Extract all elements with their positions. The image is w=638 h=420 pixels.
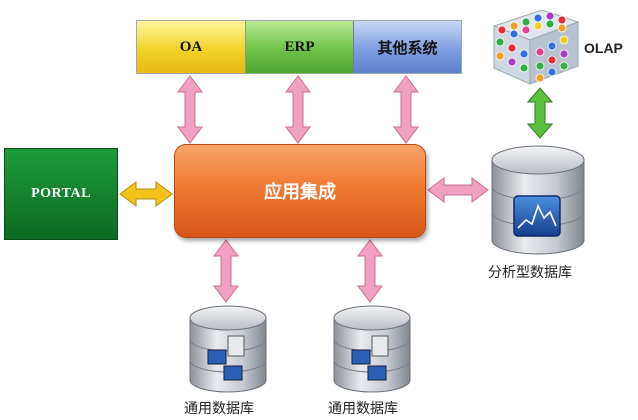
analytic-database-label: 分析型数据库: [488, 265, 572, 281]
arrow-portal-integration: [119, 181, 173, 207]
arrow-erp-integration: [285, 75, 311, 144]
general-database-icon-2: [333, 305, 411, 393]
olap-cube-icon: [492, 9, 580, 85]
arrow-other-integration: [393, 75, 419, 144]
general-database-label-1: 通用数据库: [184, 401, 254, 417]
erp-system-box: ERP: [245, 21, 353, 73]
arrow-oa-integration: [177, 75, 203, 144]
general-database-icon-1: [189, 305, 267, 393]
olap-label: OLAP: [584, 40, 623, 56]
arrow-integration-db1: [213, 239, 239, 303]
top-systems-bar: OA ERP 其他系统: [136, 20, 462, 74]
arrow-olap-analytic: [526, 87, 554, 139]
arrow-integration-analytic: [427, 177, 489, 203]
general-database-label-2: 通用数据库: [328, 401, 398, 417]
portal-box: PORTAL: [4, 148, 118, 240]
arrow-integration-db2: [357, 239, 383, 303]
application-integration-box: 应用集成: [174, 144, 426, 238]
oa-system-box: OA: [137, 21, 245, 73]
analytic-database-icon: [491, 145, 585, 255]
other-systems-box: 其他系统: [353, 21, 461, 73]
